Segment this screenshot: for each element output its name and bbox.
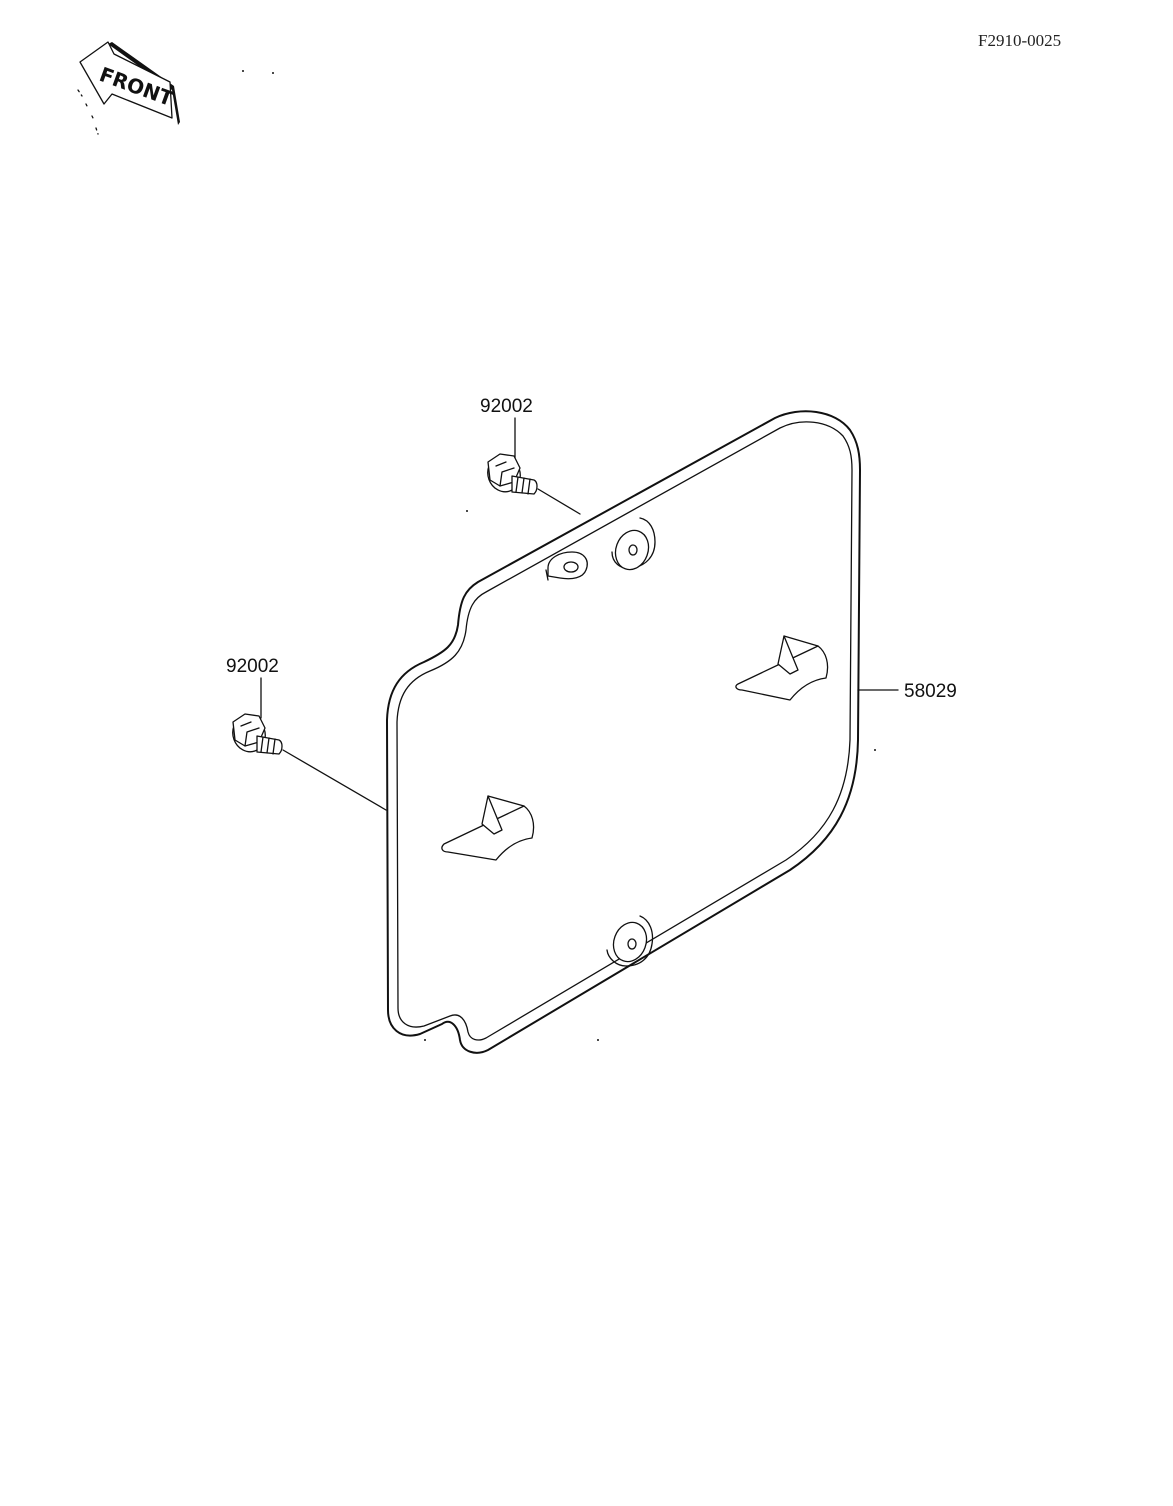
left-bolt-guide-line [282,749,387,811]
front-direction-arrow-icon: FRONT [77,41,180,135]
scan-specks [242,70,876,1041]
license-plate-bracket-icon [386,410,861,1054]
drawing-reference: F2910-0025 [978,31,1061,50]
part-number-58029: 58029 [904,681,957,702]
part-number-92002-upper: 92002 [480,396,533,417]
flanged-bolt-icon [232,713,283,755]
upper-bolt-guide-line [537,488,581,515]
flanged-bolt-icon [487,453,538,495]
part-number-92002-left: 92002 [226,656,279,677]
